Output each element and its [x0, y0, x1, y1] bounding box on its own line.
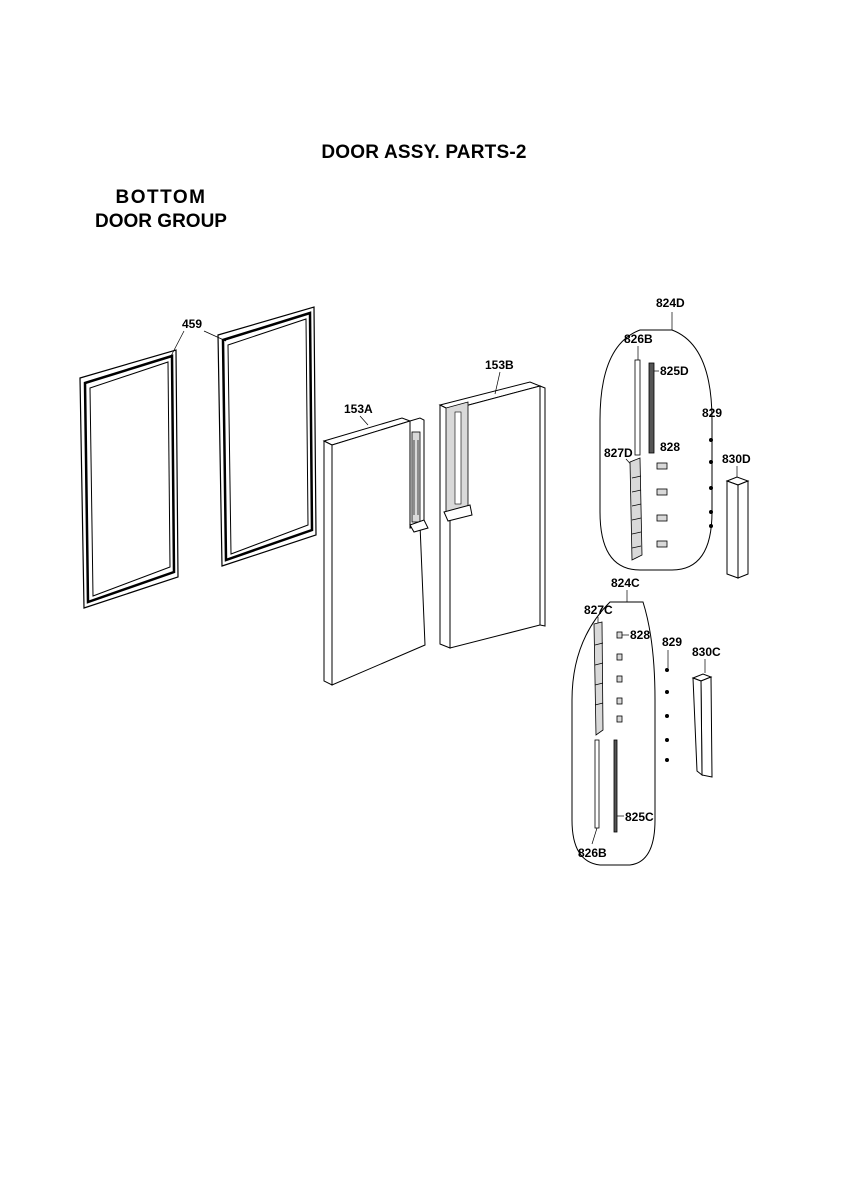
- label-153A: 153A: [344, 402, 373, 416]
- label-824C: 824C: [611, 576, 640, 590]
- label-829-top: 829: [702, 406, 722, 420]
- label-825D: 825D: [660, 364, 689, 378]
- group-outline-824D: [599, 329, 713, 571]
- part-828-clips-top: [656, 462, 668, 548]
- label-827C: 827C: [584, 603, 613, 617]
- part-827D: [629, 457, 643, 561]
- part-829-screws-bot: [665, 668, 669, 762]
- label-153B: 153B: [485, 358, 514, 372]
- label-825C: 825C: [625, 810, 654, 824]
- part-830D: [725, 476, 750, 579]
- part-825D: [648, 362, 655, 454]
- door-153A: [322, 417, 429, 686]
- leader-153B: [494, 371, 501, 395]
- page-title: DOOR ASSY. PARTS-2: [321, 142, 527, 163]
- label-828-bot: 828: [630, 628, 650, 642]
- leader-153A: [359, 415, 369, 426]
- part-826B-top: [634, 359, 641, 456]
- door-153B: [438, 381, 546, 649]
- leader-459-a: [170, 330, 185, 357]
- label-459: 459: [182, 317, 202, 331]
- group-title-line2: DOOR GROUP: [95, 211, 227, 232]
- part-826B-bot: [594, 739, 600, 829]
- label-829-bot: 829: [662, 635, 682, 649]
- label-827D: 827D: [604, 446, 633, 460]
- label-826B-bot: 826B: [578, 846, 607, 860]
- part-830C: [691, 673, 713, 778]
- group-title-line1: BOTTOM: [115, 187, 207, 208]
- part-827C: [593, 621, 604, 736]
- group-title: BOTTOM DOOR GROUP: [90, 186, 232, 234]
- label-830D: 830D: [722, 452, 751, 466]
- part-825C: [613, 739, 618, 833]
- leader-459-b: [203, 330, 227, 342]
- part-828-clips-bot: [616, 631, 623, 723]
- gasket-459-right: [217, 306, 317, 567]
- group-outline-824C: [571, 601, 656, 866]
- label-828-top: 828: [660, 440, 680, 454]
- label-830C: 830C: [692, 645, 721, 659]
- part-829-screws-top: [709, 438, 713, 528]
- gasket-459-left: [79, 349, 179, 609]
- label-826B-top: 826B: [624, 332, 653, 346]
- label-824D: 824D: [656, 296, 685, 310]
